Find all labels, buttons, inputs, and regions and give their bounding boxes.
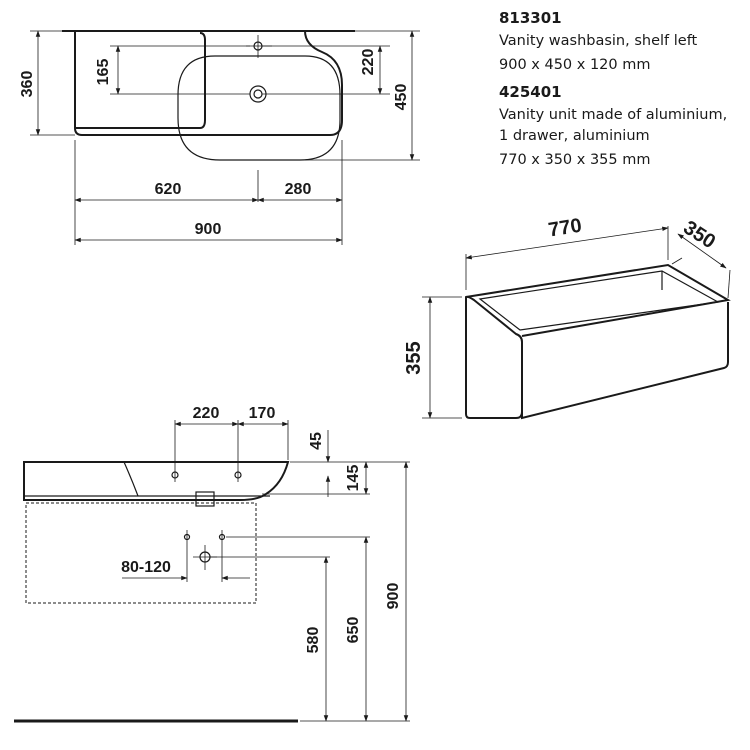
bowl-outline bbox=[177, 55, 341, 161]
drain-inner bbox=[253, 89, 263, 99]
product-desc-unit-2: 1 drawer, aluminium bbox=[499, 128, 650, 144]
product-desc-basin: Vanity washbasin, shelf left bbox=[499, 33, 698, 49]
dim-650: 650 bbox=[345, 617, 362, 644]
dim-355: 355 bbox=[403, 341, 425, 374]
product-desc-unit: Vanity unit made of aluminium, bbox=[499, 107, 728, 123]
dim-220-side: 220 bbox=[193, 405, 220, 422]
dim-45: 45 bbox=[308, 432, 325, 450]
product-code-basin: 813301 bbox=[499, 9, 562, 27]
dim-450: 450 bbox=[393, 84, 410, 111]
product-size-unit: 770 x 350 x 355 mm bbox=[499, 152, 651, 168]
waste-outlet bbox=[195, 491, 215, 507]
dim-170: 170 bbox=[249, 405, 276, 422]
unit-front bbox=[465, 295, 523, 419]
cabinet-outline-dashed bbox=[25, 502, 257, 604]
top-view: 360 165 220 450 620 280 900 bbox=[19, 30, 420, 245]
dim-220-top: 220 bbox=[360, 49, 377, 76]
dim-620: 620 bbox=[155, 181, 182, 198]
shelf-curve bbox=[123, 461, 139, 497]
dim-145: 145 bbox=[345, 465, 362, 492]
dim-770: 770 bbox=[547, 215, 583, 242]
product-size-basin: 900 x 450 x 120 mm bbox=[499, 57, 651, 73]
unit-side bbox=[521, 302, 729, 420]
dim-900-top: 900 bbox=[195, 221, 222, 238]
product-code-unit: 425401 bbox=[499, 83, 562, 101]
dim-900-side: 900 bbox=[385, 583, 402, 610]
unit-inner-rim bbox=[478, 270, 720, 331]
basin-outline-side bbox=[23, 461, 290, 501]
dim-280: 280 bbox=[285, 181, 312, 198]
vanity-unit-view: 770 350 355 bbox=[403, 215, 731, 420]
dim-80-120: 80-120 bbox=[121, 559, 171, 576]
side-view: 220 170 80-120 45 145 580 650 900 bbox=[14, 405, 410, 723]
dim-165: 165 bbox=[95, 59, 112, 86]
dim-350: 350 bbox=[679, 217, 719, 254]
dim-360: 360 bbox=[19, 71, 36, 98]
dim-580: 580 bbox=[305, 627, 322, 654]
product-info: 813301 Vanity washbasin, shelf left 900 … bbox=[499, 8, 749, 171]
unit-top-rim bbox=[465, 263, 731, 337]
